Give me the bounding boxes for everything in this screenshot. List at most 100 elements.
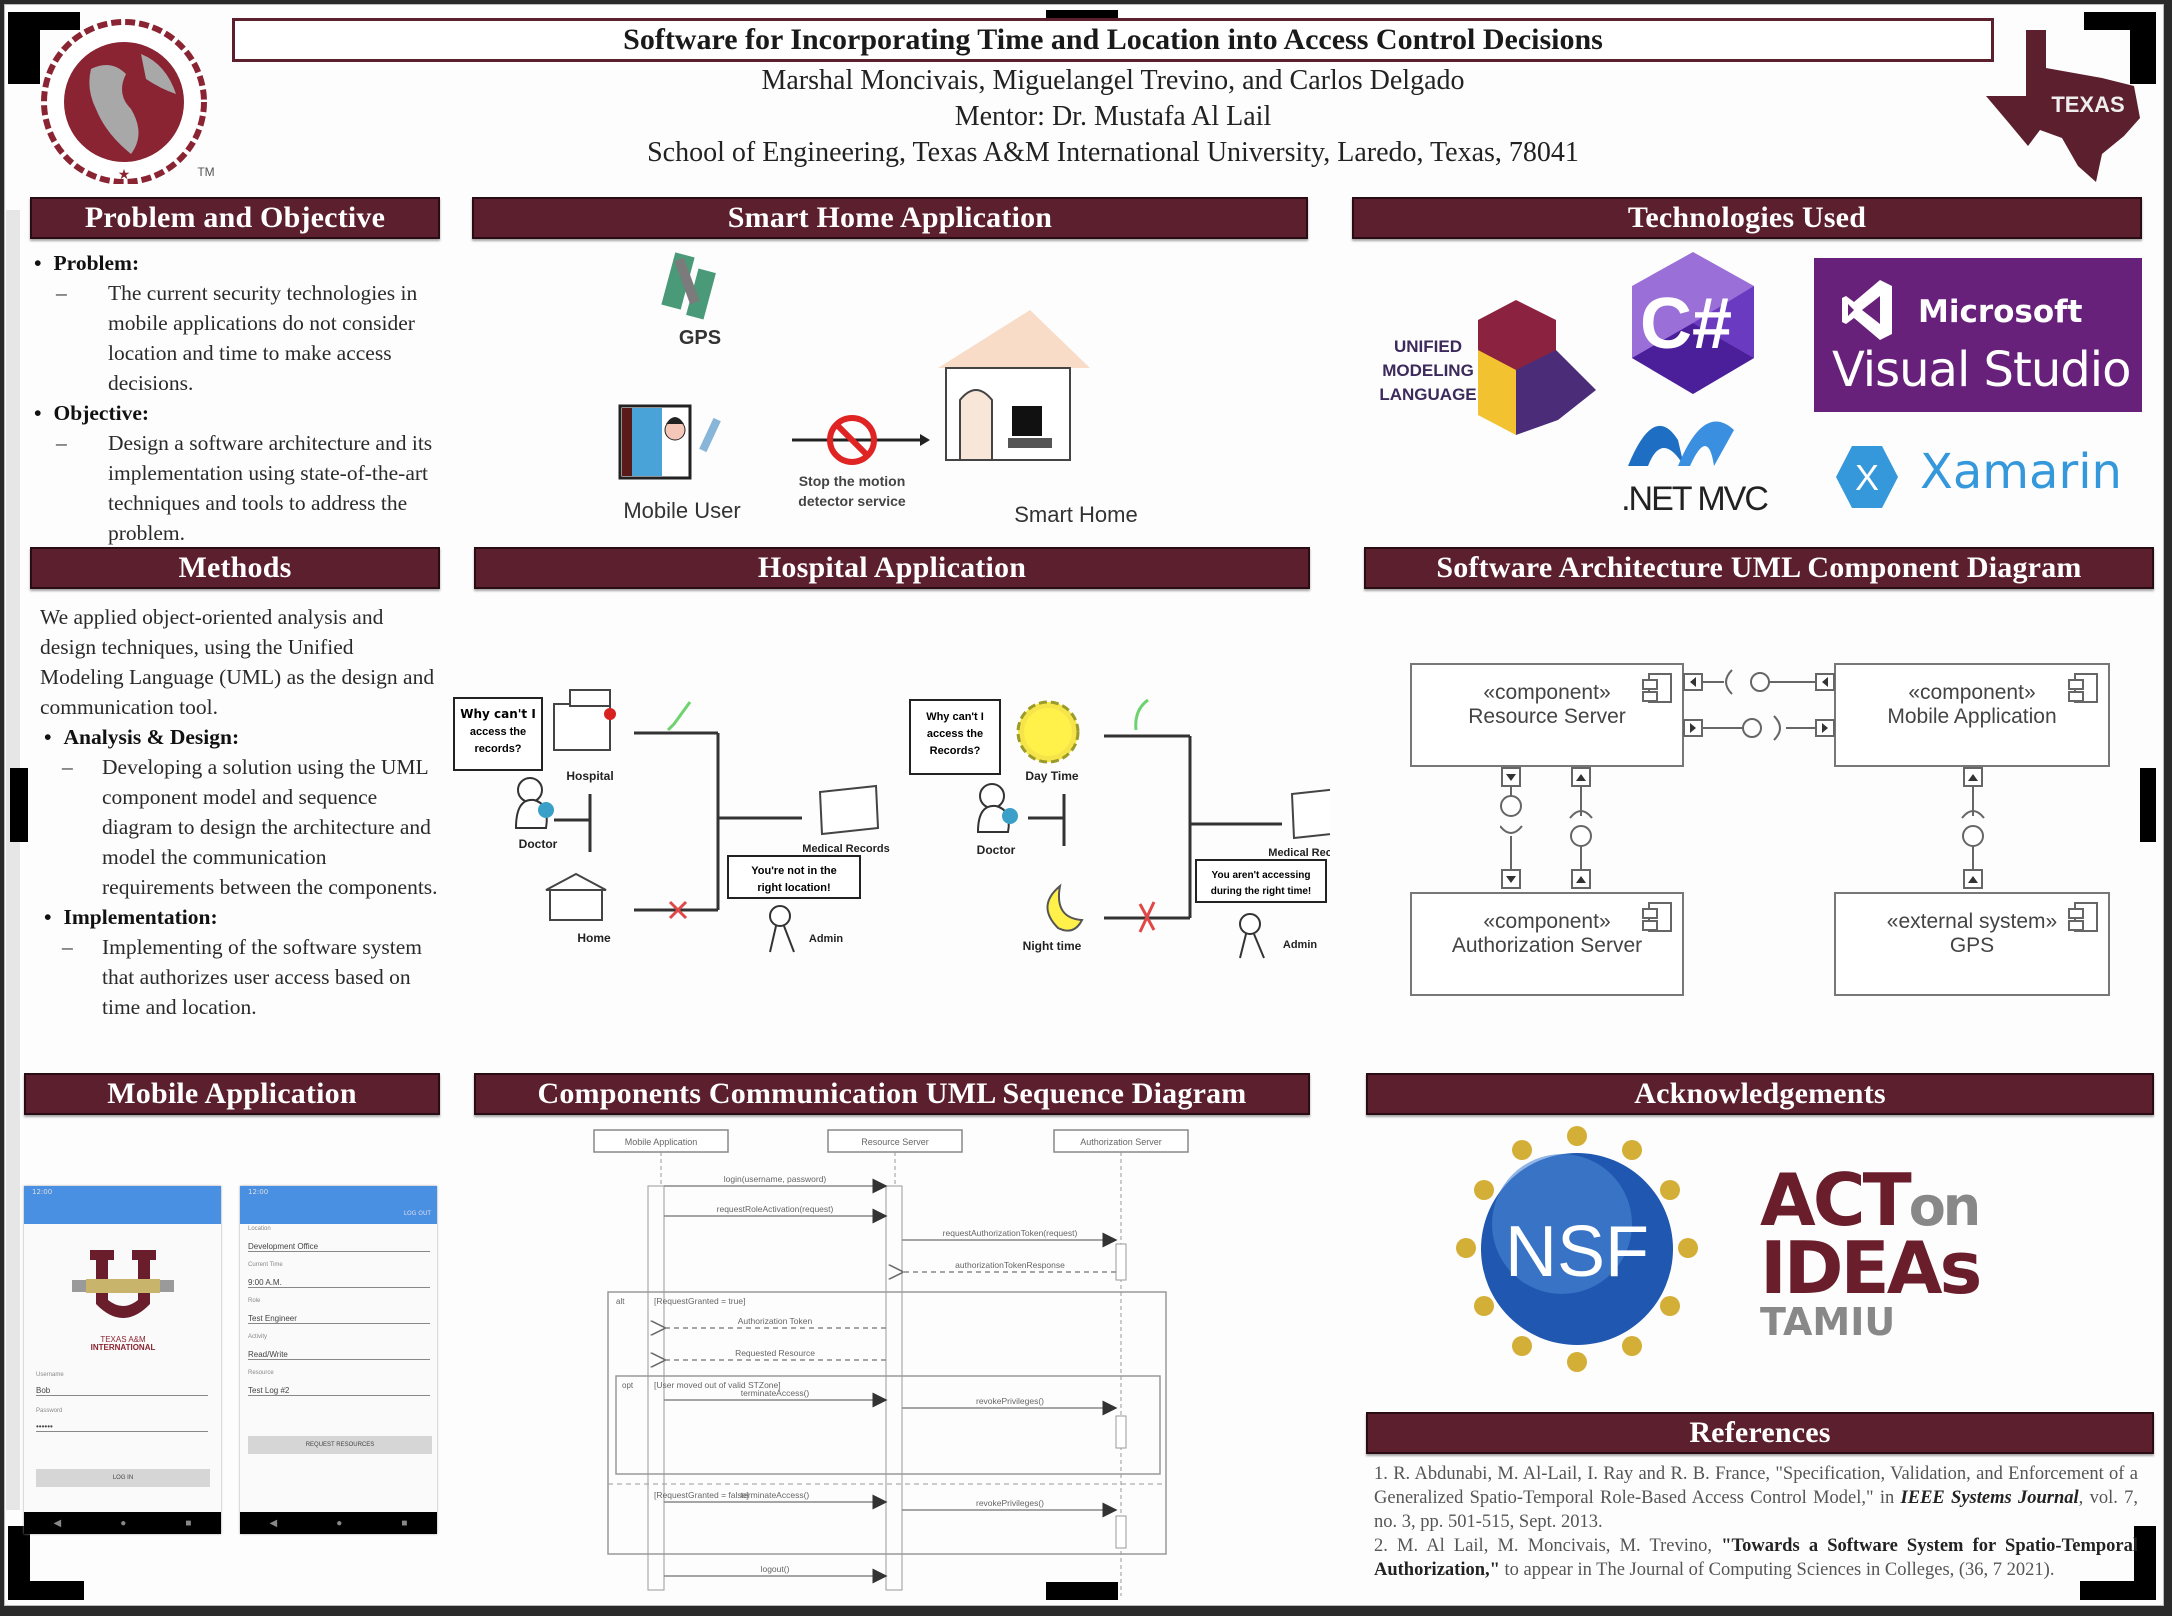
texas-map-logo: TEXAS: [1986, 30, 2140, 182]
app-bar: 12:00: [24, 1186, 221, 1224]
svg-text:alt: alt: [616, 1297, 625, 1306]
recents-icon: ■: [185, 1517, 192, 1529]
request-resources-button[interactable]: REQUEST RESOURCES: [248, 1436, 432, 1454]
svg-text:Resource Server: Resource Server: [861, 1137, 929, 1147]
crop-handle-bottom-mid[interactable]: [1046, 1582, 1118, 1600]
action-label-1: Stop the motion: [799, 473, 906, 489]
android-nav-bar: ◀●■: [24, 1512, 221, 1534]
references-list: 1. R. Abdunabi, M. Al-Lail, I. Ray and R…: [1374, 1462, 2138, 1582]
doctor-icon: [976, 783, 1018, 833]
opt-fragment: [615, 1375, 1161, 1475]
doctor-bubble-right: [909, 699, 1001, 775]
section-header-references: References: [1366, 1412, 2154, 1454]
crop-handle-top-left[interactable]: [8, 12, 80, 30]
xamarin-logo: X Xamarin: [1834, 440, 2134, 514]
component-icon: [1642, 902, 1672, 932]
component-icon: [2068, 902, 2098, 932]
authors: Marshal Moncivais, Miguelangel Trevino, …: [761, 65, 1465, 96]
login-button[interactable]: LOG IN: [36, 1469, 210, 1487]
home-icon: [545, 872, 607, 921]
resource-field[interactable]: Test Log #2: [248, 1386, 430, 1396]
alt-fragment: [607, 1291, 1167, 1555]
message-label: logout(): [761, 1564, 790, 1574]
phone-request-screen: 12:00 LOG OUT Location Development Offic…: [240, 1186, 437, 1534]
svg-text:Why can't I: Why can't I: [926, 711, 984, 723]
doctor-bubble-left: [453, 697, 543, 771]
tamiu-seal-logo: ★ TM: [41, 19, 215, 184]
smart-home-diagram: GPS Mobile User Stop the motion detector…: [618, 252, 1138, 527]
tamiu-u-logo: TEXAS A&M INTERNATIONAL: [72, 1250, 174, 1352]
moon-icon: [1046, 883, 1084, 932]
objective-text: Design a software architecture and its i…: [108, 431, 433, 545]
doctor-icon: [514, 777, 554, 829]
svg-text:★: ★: [118, 166, 131, 182]
problem-text: The current security technologies in mob…: [108, 281, 418, 395]
x-mark-icon: [1138, 901, 1156, 933]
action-label-2: detector service: [798, 493, 906, 509]
component-vertical-connectors: [1500, 767, 1985, 889]
crop-handle-right-mid[interactable]: [2140, 768, 2156, 842]
message-label: terminateAccess(): [741, 1388, 810, 1398]
methods-intro: We applied object-oriented analysis and …: [40, 605, 435, 719]
activity-field[interactable]: Read/Write: [248, 1350, 430, 1360]
svg-text:MODELING: MODELING: [1382, 361, 1474, 380]
implementation-label: Implementation:: [63, 905, 218, 929]
svg-text:Why can't I: Why can't I: [460, 707, 536, 721]
act-on-ideas-logo: ACTon IDEAs TAMIU: [1760, 1158, 1982, 1344]
message-label: requestRoleActivation(request): [717, 1204, 834, 1214]
message-label: Requested Resource: [735, 1348, 815, 1358]
arrow-head: [920, 434, 930, 446]
component-authorization-server: «component» Authorization Server: [1410, 892, 1684, 996]
logout-button[interactable]: LOG OUT: [403, 1210, 431, 1217]
nsf-logo: NSF: [1456, 1126, 1698, 1372]
svg-text:[RequestGranted = true]: [RequestGranted = true]: [654, 1296, 745, 1306]
role-field[interactable]: Test Engineer: [248, 1314, 430, 1324]
svg-text:You aren't accessing: You aren't accessing: [1212, 870, 1311, 881]
time-field[interactable]: 9:00 A.M.: [248, 1278, 430, 1288]
crop-handle-left-mid[interactable]: [10, 768, 28, 842]
svg-text:You're not in the: You're not in the: [751, 865, 837, 877]
component-mobile-application: «component» Mobile Application: [1834, 663, 2110, 767]
dotnet-mvc-logo: .NET MVC: [1621, 421, 1770, 518]
crop-handle-bottom-left[interactable]: [8, 1581, 84, 1600]
password-field[interactable]: ••••••: [36, 1422, 208, 1432]
component-icon: [1642, 673, 1672, 703]
affiliation: School of Engineering, Texas A&M Interna…: [647, 137, 1579, 168]
section-header-component-diagram: Software Architecture UML Component Diag…: [1364, 547, 2154, 589]
medical-records-icon: [1290, 788, 1330, 840]
csharp-logo: C#: [1632, 252, 1754, 394]
section-header-technologies: Technologies Used: [1352, 197, 2142, 239]
admin-icon: [769, 905, 795, 953]
phone-login-screen: 12:00 TEXAS A&M INTERNATIONAL Username B…: [24, 1186, 221, 1534]
admin-bubble-right: [1195, 859, 1327, 903]
poster-title: Software for Incorporating Time and Loca…: [232, 18, 1994, 62]
reference-item: 1. R. Abdunabi, M. Al-Lail, I. Ray and R…: [1374, 1464, 2139, 1532]
svg-text:UNIFIED: UNIFIED: [1394, 337, 1462, 356]
svg-text:during the right time!: during the right time!: [1211, 886, 1312, 897]
implementation-text: Implementing of the software system that…: [102, 935, 423, 1019]
component-resource-server: «component» Resource Server: [1410, 663, 1684, 767]
sun-icon: [1016, 700, 1080, 764]
svg-text:TEXAS: TEXAS: [2051, 92, 2124, 117]
message-label: revokePrivileges(): [976, 1396, 1044, 1406]
svg-text:.NET MVC: .NET MVC: [1621, 480, 1768, 518]
location-field[interactable]: Development Office: [248, 1242, 430, 1252]
section-header-problem: Problem and Objective: [30, 197, 440, 239]
component-icon: [2068, 673, 2098, 703]
satellite-icon: [661, 252, 716, 320]
crop-handle-bottom-right[interactable]: [2134, 1526, 2156, 1600]
check-icon: [666, 701, 692, 732]
message-label: Authorization Token: [738, 1316, 813, 1326]
svg-text:access the: access the: [927, 728, 983, 740]
hospital-diagram: Why can't I access the records? Hospital…: [453, 689, 1330, 959]
username-field[interactable]: Bob: [36, 1386, 208, 1396]
svg-text:Mobile Application: Mobile Application: [625, 1137, 698, 1147]
mobile-user-icon: [618, 404, 721, 480]
section-header-acknowledgements: Acknowledgements: [1366, 1073, 2154, 1115]
svg-text:access the: access the: [470, 726, 526, 738]
svg-text:NSF: NSF: [1505, 1212, 1649, 1292]
crop-handle-top-right[interactable]: [2130, 12, 2156, 84]
visual-studio-logo: Microsoft Visual Studio: [1814, 258, 2142, 412]
methods-content: We applied object-oriented analysis and …: [40, 602, 440, 1022]
message-label: revokePrivileges(): [976, 1498, 1044, 1508]
